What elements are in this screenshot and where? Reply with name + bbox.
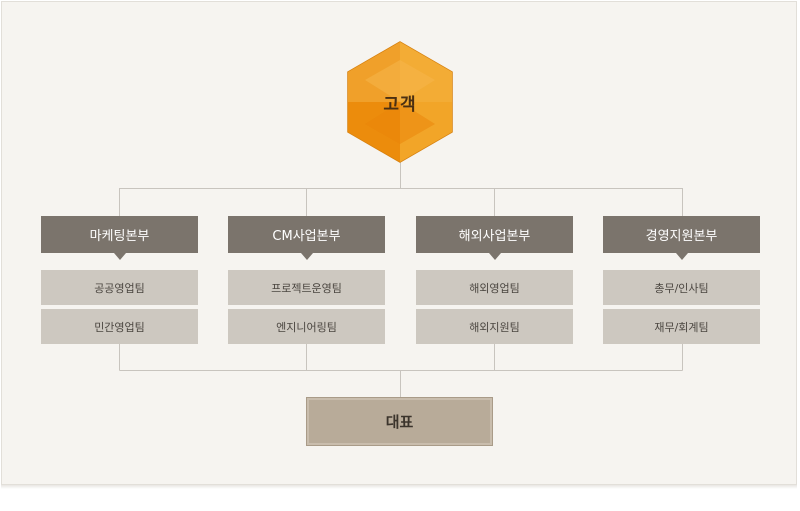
team-label: 재무/회계팀 (654, 320, 709, 334)
dept-label: 경영지원본부 (645, 229, 718, 244)
team-box: 공공영업팀 (41, 270, 198, 305)
customer-label: 고객 (383, 94, 417, 115)
team-label: 공공영업팀 (94, 281, 145, 295)
hexagon-shape (347, 41, 453, 163)
dept-overseas-business: 해외사업본부 (416, 216, 573, 260)
team-label: 프로젝트운영팀 (271, 281, 342, 295)
team-box: 프로젝트운영팀 (228, 270, 385, 305)
dept-label: 마케팅본부 (89, 229, 150, 244)
team-label: 해외지원팀 (469, 320, 520, 334)
team-box: 재무/회계팀 (603, 309, 760, 344)
down-arrow-icon (301, 253, 313, 260)
down-arrow-icon (676, 253, 688, 260)
team-label: 엔지니어링팀 (276, 320, 337, 334)
ceo-node: 대표 (306, 397, 493, 446)
dept-cm-business: CM사업본부 (228, 216, 385, 260)
dept-label: 해외사업본부 (458, 229, 531, 244)
team-label: 총무/인사팀 (654, 281, 709, 295)
panel-shadow (1, 485, 797, 489)
dept-label: CM사업본부 (272, 229, 341, 244)
dept-marketing: 마케팅본부 (41, 216, 198, 260)
team-box: 엔지니어링팀 (228, 309, 385, 344)
team-label: 민간영업팀 (94, 320, 145, 334)
ceo-label: 대표 (385, 413, 414, 431)
dept-management-support: 경영지원본부 (603, 216, 760, 260)
team-box: 해외영업팀 (416, 270, 573, 305)
down-arrow-icon (489, 253, 501, 260)
down-arrow-icon (114, 253, 126, 260)
team-box: 민간영업팀 (41, 309, 198, 344)
customer-node: 고객 (345, 40, 455, 164)
team-label: 해외영업팀 (469, 281, 520, 295)
team-box: 해외지원팀 (416, 309, 573, 344)
team-box: 총무/인사팀 (603, 270, 760, 305)
